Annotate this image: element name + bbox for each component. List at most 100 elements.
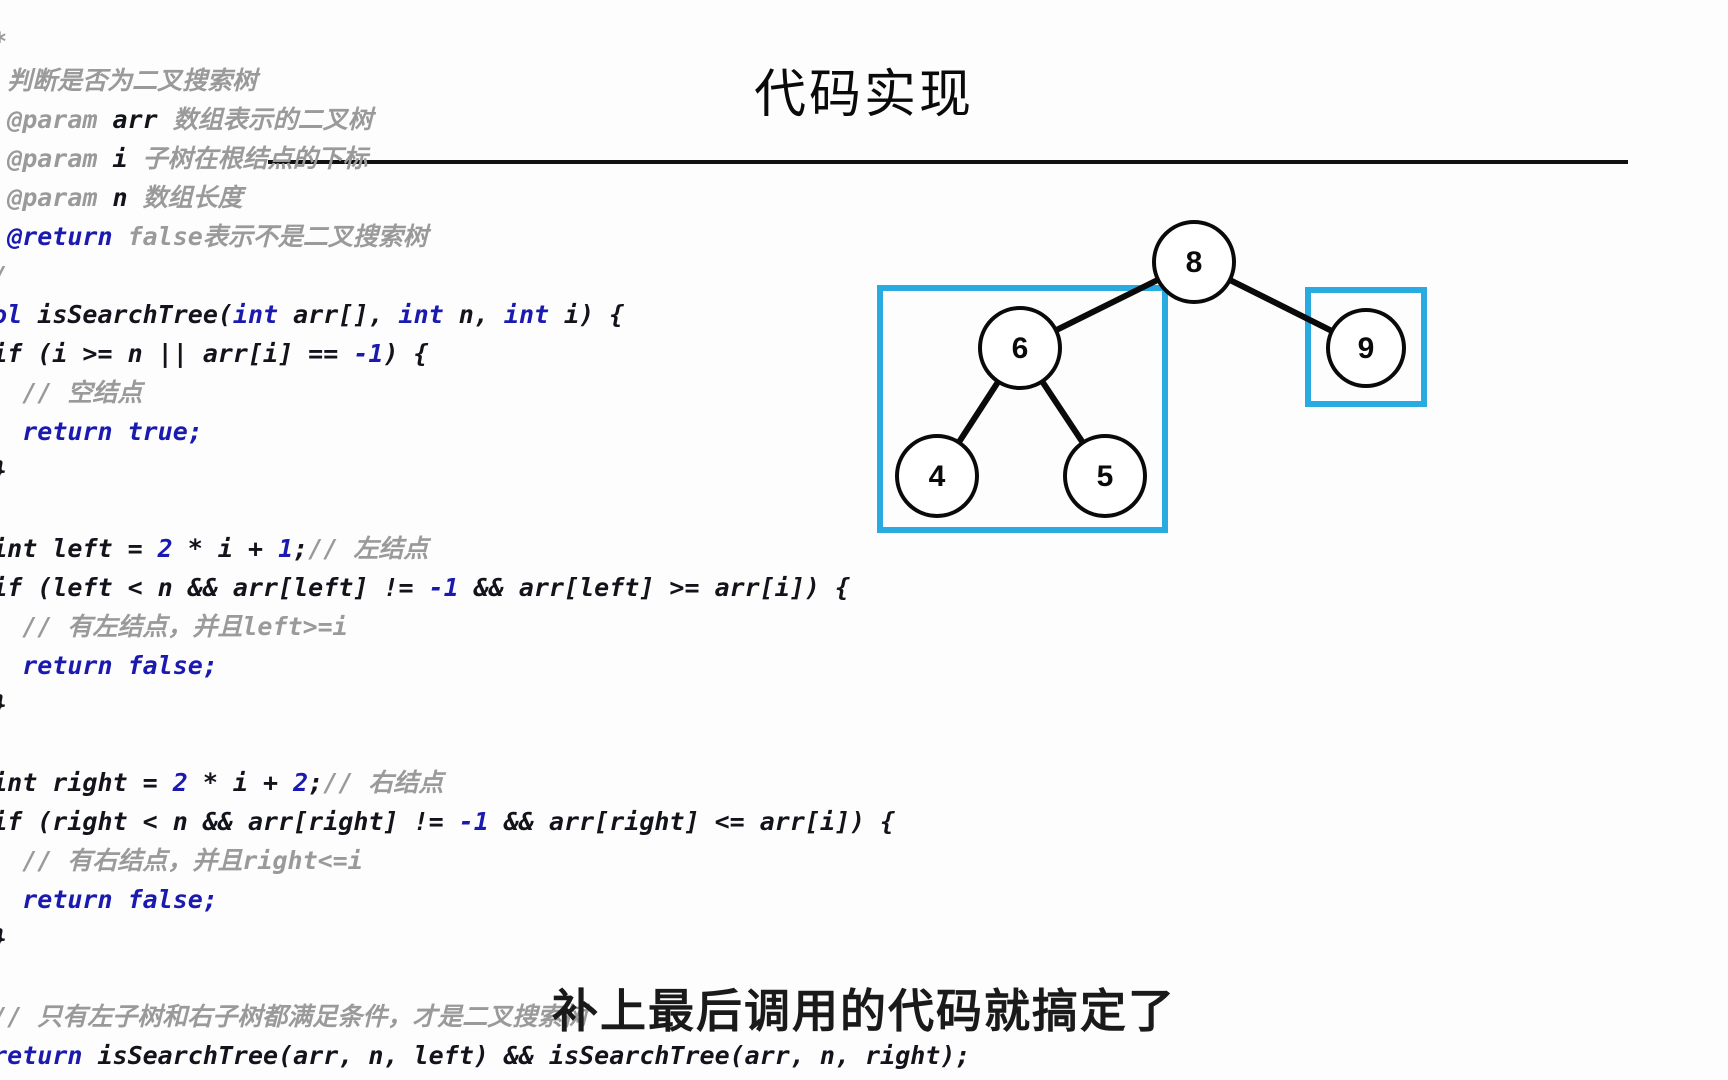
code-token: } (0, 924, 7, 953)
code-block: /** * 判断是否为二叉搜索树 * @param arr 数组表示的二叉树 *… (0, 22, 1082, 1080)
code-token: // 左结点 (308, 534, 429, 563)
code-line: * @param i 子树在根结点的下标 (0, 139, 1082, 178)
code-token: -1 (458, 807, 489, 836)
title-divider (268, 160, 1628, 164)
slide-caption: 补上最后调用的代码就搞定了 (552, 985, 1176, 1037)
tree-node-circle (895, 434, 979, 518)
code-token: ) { (383, 339, 429, 368)
code-token: false表示不是二叉搜索树 (127, 222, 428, 251)
code-token: int (232, 300, 279, 329)
code-token: if (i >= n || arr[i] == (0, 339, 354, 368)
code-token: * i + (187, 768, 294, 797)
code-token: * @param (7, 183, 98, 212)
code-line: if (left < n && arr[left] != -1 && arr[l… (0, 568, 1082, 607)
code-token: * @param (7, 105, 98, 134)
tree-node-5: 5 (1063, 434, 1147, 518)
tree-svg: 8 6 9 4 5 (877, 220, 1427, 533)
tree-edge (1226, 276, 1336, 335)
code-line: // 只有左子树和右子树都满足条件，才是二叉搜索树 (0, 997, 1082, 1036)
code-token: * 判断是否为二叉搜索树 (7, 66, 258, 95)
code-token: return (0, 1041, 83, 1070)
code-token: n, (443, 300, 504, 329)
code-token (0, 885, 22, 914)
tree-node-label: 4 (929, 460, 946, 493)
code-token: i (112, 144, 128, 173)
code-token: int left = (0, 534, 143, 563)
tree-node-group: 8 6 9 4 5 (895, 220, 1406, 518)
code-token: int (398, 300, 444, 329)
code-line: int left = 2 * i + 1;// 左结点 (0, 529, 1082, 568)
code-token: isSearchTree( (22, 300, 233, 329)
code-token: if (right < n && arr[right] != (0, 807, 459, 836)
code-token: isSearchTree(arr, n, left) && isSearchTr… (82, 1041, 971, 1070)
code-line: // 有左结点，并且left>=i (0, 607, 1082, 646)
code-token: -1 (428, 573, 459, 602)
tree-node-label: 6 (1012, 332, 1029, 365)
code-token: } (0, 690, 7, 719)
code-line: return true; (0, 412, 1082, 451)
code-token (0, 378, 22, 407)
code-line (0, 724, 1082, 763)
code-token: 数组表示的二叉树 (157, 105, 373, 134)
code-token: return false; (22, 885, 218, 914)
right-subtree-box (1305, 287, 1427, 407)
code-line: * 判断是否为二叉搜索树 (0, 61, 1082, 100)
code-token: 2 (293, 768, 309, 797)
code-token: arr (112, 105, 158, 134)
code-token: if (left < n && arr[left] != (0, 573, 429, 602)
code-token: 数组长度 (127, 183, 243, 212)
tree-node-9: 9 (1326, 308, 1406, 388)
code-token: * i + (172, 534, 279, 563)
code-token (0, 651, 22, 680)
code-line: int right = 2 * i + 2;// 右结点 (0, 763, 1082, 802)
code-token: // 有右结点，并且right<=i (22, 846, 363, 875)
code-token (0, 417, 22, 446)
code-line: } (0, 685, 1082, 724)
code-token: ; (308, 768, 324, 797)
code-token: ; (293, 534, 309, 563)
code-line: * @return false表示不是二叉搜索树 (0, 217, 1082, 256)
tree-node-circle (1152, 220, 1236, 304)
code-token: * @return (7, 222, 113, 251)
code-token (0, 846, 22, 875)
code-token: && arr[left] >= arr[i]) { (458, 573, 851, 602)
code-token: 子树在根结点的下标 (127, 144, 368, 173)
tree-node-4: 4 (895, 434, 979, 518)
tree-edge (955, 378, 1002, 446)
code-token: // 有左结点，并且left>=i (22, 612, 348, 641)
code-token: i) { (549, 300, 625, 329)
highlight-box-group (877, 285, 1427, 533)
code-token: arr[], (278, 300, 399, 329)
left-subtree-box (877, 285, 1168, 533)
code-line: } (0, 919, 1082, 958)
code-token: * @param (7, 144, 98, 173)
code-token: && arr[right] <= arr[i]) { (488, 807, 896, 836)
code-line: return false; (0, 880, 1082, 919)
code-token: // 空结点 (22, 378, 143, 407)
tree-edge-group (955, 276, 1336, 446)
tree-node-circle (978, 306, 1062, 390)
code-line: */ (0, 256, 1082, 295)
tree-node-6: 6 (978, 306, 1062, 390)
tree-node-label: 5 (1097, 460, 1114, 493)
code-token: bool (0, 300, 23, 329)
code-line: } (0, 451, 1082, 490)
code-token: 2 (172, 768, 188, 797)
tree-node-circle (1063, 434, 1147, 518)
tree-node-circle (1326, 308, 1406, 388)
code-token: 2 (157, 534, 173, 563)
tree-node-8: 8 (1152, 220, 1236, 304)
code-line: * @param arr 数组表示的二叉树 (0, 100, 1082, 139)
code-line: /** (0, 22, 1082, 61)
page-title: 代码实现 (753, 67, 974, 124)
code-line: * @param n 数组长度 (0, 178, 1082, 217)
code-line: bool isSearchTree(int arr[], int n, int … (0, 295, 1082, 334)
code-line: if (right < n && arr[right] != -1 && arr… (0, 802, 1082, 841)
code-line: if (i >= n || arr[i] == -1) { (0, 334, 1082, 373)
code-token: return true; (22, 417, 203, 446)
code-token: // 右结点 (323, 768, 444, 797)
tree-edge (1052, 276, 1162, 334)
code-line: // 空结点 (0, 373, 1082, 412)
binary-tree-diagram: 8 6 9 4 5 (860, 200, 1480, 570)
